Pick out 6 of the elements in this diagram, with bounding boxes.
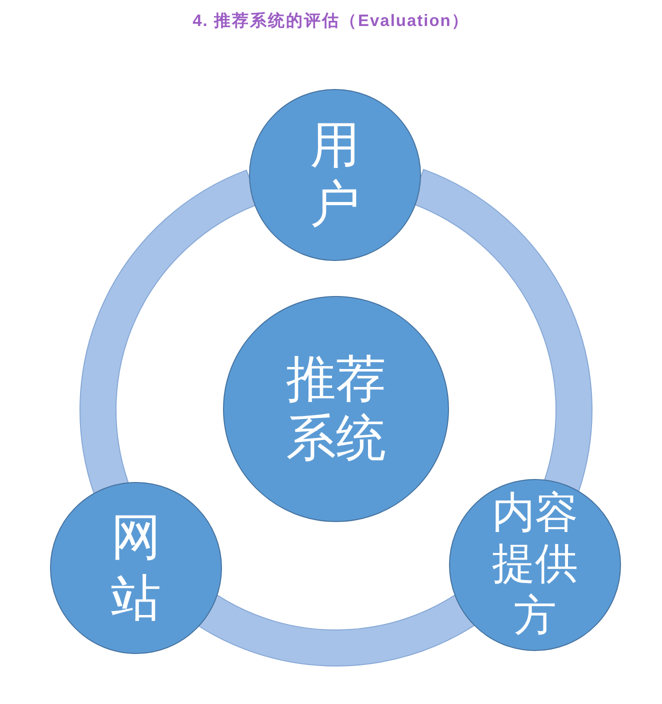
node-label: 用户 bbox=[309, 116, 361, 234]
ring-arc bbox=[197, 594, 476, 666]
title: 4. 推荐系统的评估（Evaluation） bbox=[192, 12, 470, 30]
node-label: 网站 bbox=[110, 507, 162, 629]
node-label: 推荐系统 bbox=[285, 350, 387, 468]
node-label: 内容提供方 bbox=[490, 488, 579, 642]
